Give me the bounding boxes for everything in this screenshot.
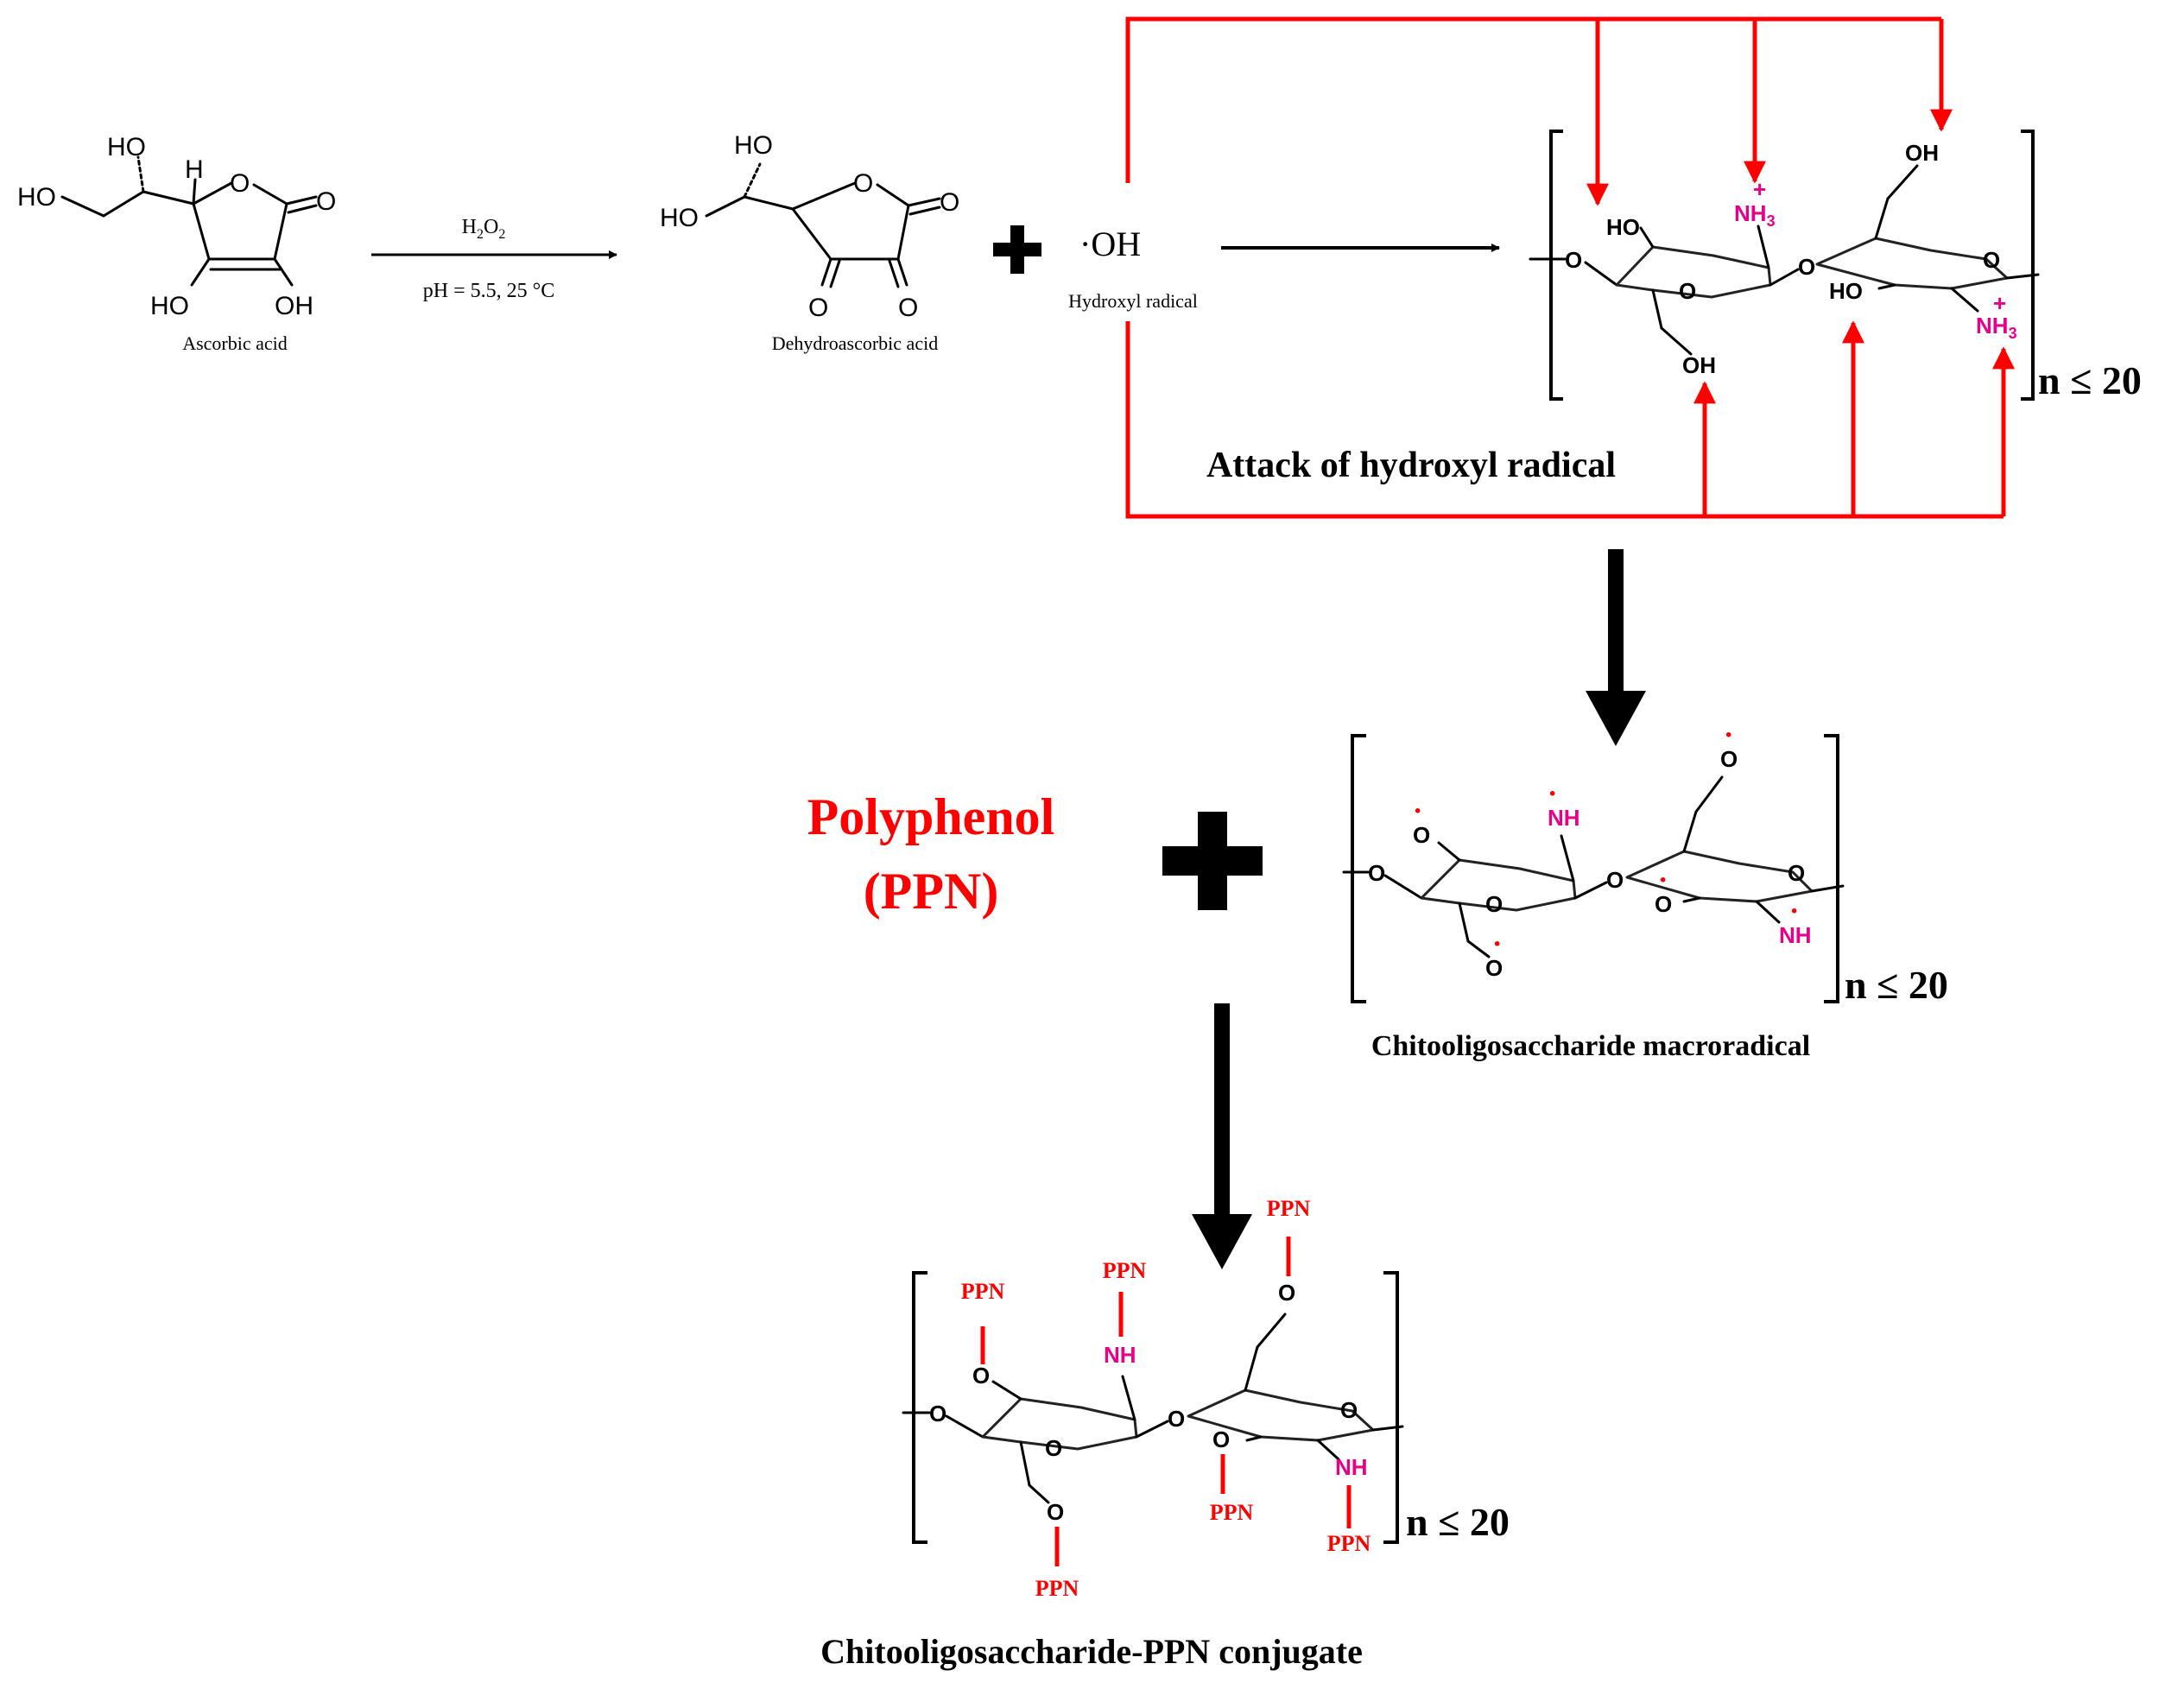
chitosan-oh-1: OH: [1682, 352, 1716, 378]
conj-nh-2: NH: [1335, 1454, 1368, 1480]
polyphenol-abbr: (PPN): [864, 863, 999, 920]
macro-radical-dot-1: ·: [1413, 795, 1422, 827]
macroradical-repeat-label: n ≤ 20: [1845, 963, 1948, 1007]
hydroxyl-radical-label: Hydroxyl radical: [1068, 290, 1198, 312]
dehydro-carbonyl-o1: O: [940, 188, 959, 217]
macroradical-label: Chitooligosaccharide macroradical: [1371, 1030, 1810, 1062]
reagent-h2o2: H2O2: [462, 216, 506, 242]
polyphenol-name: Polyphenol: [807, 788, 1055, 845]
big-arrow-down-1: [1586, 549, 1646, 746]
attack-label: Attack of hydroxyl radical: [1206, 446, 1616, 485]
ascorbic-ho-2: HO: [107, 133, 146, 161]
chitosan-ring-o-2: O: [1983, 247, 2000, 273]
conj-o-3: O: [1278, 1280, 1295, 1306]
conj-o-2: O: [1047, 1499, 1064, 1525]
chitosan-ho-1: HO: [1606, 214, 1640, 240]
macro-radical-dot-4: ·: [1724, 719, 1733, 751]
conjugate-repeat-label: n ≤ 20: [1406, 1500, 1510, 1544]
macro-radical-dot-6: ·: [1789, 895, 1799, 927]
chitosan-ho-2: HO: [1829, 278, 1863, 304]
dehydro-carbonyl-o3: O: [898, 294, 918, 322]
dehydro-carbonyl-o2: O: [808, 294, 828, 322]
ppn-tag-1: PPN: [961, 1279, 1005, 1304]
big-arrow-down-2: [1192, 1003, 1252, 1269]
ascorbic-ho-1: HO: [17, 183, 56, 212]
ascorbic-oh-2: OH: [275, 292, 313, 320]
chitosan-plus-1: +: [1753, 176, 1766, 202]
ppn-tag-3: PPN: [1267, 1196, 1311, 1221]
chitosan-repeat-label: n ≤ 20: [2038, 358, 2142, 402]
conj-ring-o-2: O: [1340, 1397, 1358, 1423]
conj-o-1: O: [972, 1363, 990, 1389]
ppn-tag-4: PPN: [1210, 1500, 1254, 1525]
macro-radical-dot-5: ·: [1658, 864, 1668, 896]
macro-glycosidic-o: O: [1606, 867, 1624, 893]
dehydro-ho-2: HO: [734, 131, 773, 160]
conj-nh-1: NH: [1104, 1342, 1136, 1368]
ascorbic-h: H: [185, 155, 204, 184]
hydroxyl-radical-symbol: ·OH: [1079, 225, 1141, 263]
macro-nh-radical-1: NH: [1548, 805, 1580, 831]
ascorbic-ring-o: O: [230, 169, 250, 198]
plus-sign-1: [993, 225, 1041, 274]
macro-o-radical-3: O: [1720, 746, 1738, 772]
macro-o-radical-2: O: [1485, 955, 1503, 981]
macro-ring-o-1: O: [1485, 891, 1503, 917]
macro-o-link-left: O: [1368, 860, 1385, 886]
ascorbic-acid-structure: HO HO H O O HO OH: [17, 133, 336, 320]
macro-o-radical-1: O: [1413, 822, 1430, 848]
dehydro-ho-1: HO: [660, 204, 699, 232]
ppn-tag-5: PPN: [1035, 1576, 1079, 1601]
hydroxyl-attack-arrows: [1125, 16, 2015, 519]
conj-ring-o-1: O: [1045, 1435, 1062, 1461]
conjugate-structure: O O NH O O O O O O NH PPN PPN PPN PPN PP…: [902, 1196, 1404, 1601]
macro-o-radical-4: O: [1655, 891, 1672, 917]
chitosan-glycosidic-o: O: [1798, 254, 1815, 280]
ppn-tag-2: PPN: [1103, 1258, 1147, 1283]
macro-radical-dot-3: ·: [1492, 928, 1502, 960]
ppn-tag-6: PPN: [1327, 1531, 1371, 1556]
macroradical-structure: O O · NH · O O · O O · O O · NH ·: [1342, 719, 1845, 1003]
chitosan-o-link-left: O: [1565, 247, 1582, 273]
ascorbic-oh-1: HO: [150, 292, 189, 320]
reaction-conditions: pH = 5.5, 25 °C: [423, 280, 554, 302]
plus-sign-2: [1162, 812, 1263, 910]
conjugate-label: Chitooligosaccharide-PPN conjugate: [820, 1632, 1363, 1671]
macro-radical-dot-2: ·: [1548, 778, 1557, 810]
chitosan-oh-2: OH: [1905, 140, 1939, 166]
macro-ring-o-2: O: [1788, 860, 1805, 886]
chitosan-structure: O HO NH3 + O OH O OH O HO NH3 +: [1529, 130, 2040, 401]
dehydroascorbic-acid-label: Dehydroascorbic acid: [772, 332, 938, 354]
macro-nh-radical-2: NH: [1779, 922, 1812, 948]
chitosan-nh3-1: NH3: [1734, 200, 1776, 230]
conj-o-link-left: O: [929, 1401, 946, 1426]
dehydroascorbic-acid-structure: HO HO O O O O: [660, 131, 959, 322]
ascorbic-acid-label: Ascorbic acid: [182, 332, 288, 354]
chitosan-nh3-2: NH3: [1976, 313, 2017, 342]
chitosan-plus-2: +: [1993, 290, 2006, 316]
ascorbic-carbonyl-o: O: [316, 187, 336, 216]
conj-o-4: O: [1212, 1426, 1230, 1452]
conj-glycosidic-o: O: [1168, 1406, 1185, 1432]
dehydro-ring-o: O: [853, 169, 873, 198]
chitosan-ring-o-1: O: [1679, 278, 1696, 304]
